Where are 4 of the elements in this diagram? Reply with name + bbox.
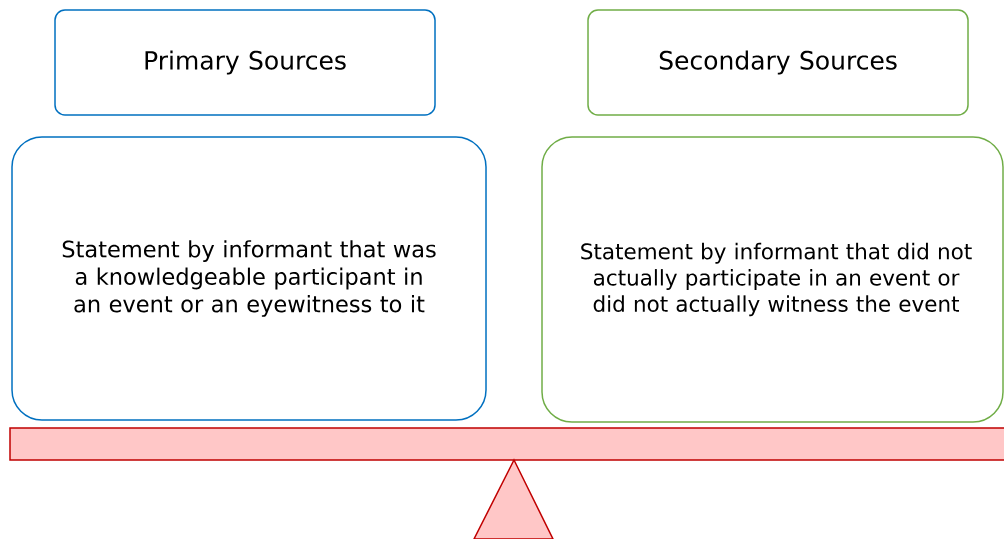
- heading-box: Primary Sources: [54, 9, 436, 116]
- description-box: Statement by informant that did not actually participate in an event or did not actually witness the event: [541, 136, 1004, 423]
- heading-box: Secondary Sources: [587, 9, 969, 116]
- description-box: Statement by informant that was a knowledgeable participant in an event or an eyewitness to it: [11, 136, 487, 421]
